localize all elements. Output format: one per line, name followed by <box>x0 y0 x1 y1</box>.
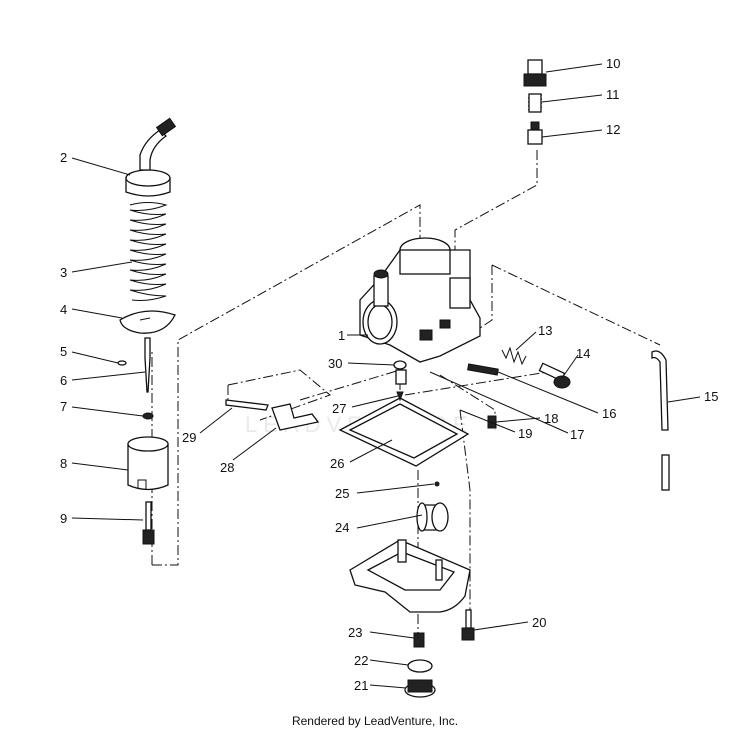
callout-9: 9 <box>60 511 67 526</box>
part-24-float <box>416 502 449 532</box>
part-25-pin <box>434 481 440 487</box>
part-8-throttle-slide <box>127 436 169 491</box>
part-16-pilot-screw <box>467 363 499 376</box>
callout-18: 18 <box>544 411 558 426</box>
callout-3: 3 <box>60 265 67 280</box>
callout-10: 10 <box>606 56 620 71</box>
callout-4: 4 <box>60 302 67 317</box>
part-22-o-ring <box>407 659 433 673</box>
part-4-plate <box>119 310 176 334</box>
part-13-spring <box>501 346 527 366</box>
callout-16: 16 <box>602 406 616 421</box>
callout-labels: 1 2 3 4 5 6 7 8 9 10 11 12 13 14 15 16 1… <box>60 56 718 693</box>
part-28-bracket <box>271 403 320 431</box>
part-14-air-screw <box>538 362 571 389</box>
callout-26: 26 <box>330 456 344 471</box>
callout-5: 5 <box>60 344 67 359</box>
part-6-needle <box>144 337 151 393</box>
part-1-carburetor-body <box>359 237 481 363</box>
part-5-clip <box>117 360 127 366</box>
callout-11: 11 <box>606 87 620 102</box>
part-2-top-cap <box>125 117 177 197</box>
callout-19: 19 <box>518 426 532 441</box>
part-26-gasket <box>338 397 470 467</box>
callout-21: 21 <box>354 678 368 693</box>
part-12-needle-valve <box>527 121 543 145</box>
callout-15: 15 <box>704 389 718 404</box>
callout-2: 2 <box>60 150 67 165</box>
float-bowl <box>349 539 471 613</box>
callout-27: 27 <box>332 401 346 416</box>
part-23-main-jet <box>413 632 425 648</box>
part-7-washer <box>142 412 154 420</box>
callout-12: 12 <box>606 122 620 137</box>
callout-6: 6 <box>60 373 67 388</box>
part-9-screw <box>142 501 155 545</box>
part-3-spring <box>129 202 168 301</box>
callout-24: 24 <box>335 520 349 535</box>
part-30-washer <box>393 360 407 370</box>
callout-13: 13 <box>538 323 552 338</box>
callout-22: 22 <box>354 653 368 668</box>
callout-1: 1 <box>338 328 345 343</box>
callout-17: 17 <box>570 427 584 442</box>
part-20-drain-screw <box>461 609 475 641</box>
part-27-needle-seat <box>395 369 407 402</box>
callout-20: 20 <box>532 615 546 630</box>
callout-14: 14 <box>576 346 590 361</box>
footer-credit: Rendered by LeadVenture, Inc. <box>291 714 459 728</box>
part-15-vent-tube <box>651 350 670 491</box>
part-10-fitting <box>523 59 547 87</box>
part-11-spring <box>527 93 543 113</box>
callout-7: 7 <box>60 399 67 414</box>
callout-28: 28 <box>220 460 234 475</box>
callout-25: 25 <box>335 486 349 501</box>
callout-30: 30 <box>328 356 342 371</box>
leader-lines <box>71 63 701 689</box>
callout-29: 29 <box>182 430 196 445</box>
callout-8: 8 <box>60 456 67 471</box>
part-29-plate <box>225 399 269 411</box>
part-21-drain-plug <box>404 679 436 698</box>
callout-23: 23 <box>348 625 362 640</box>
